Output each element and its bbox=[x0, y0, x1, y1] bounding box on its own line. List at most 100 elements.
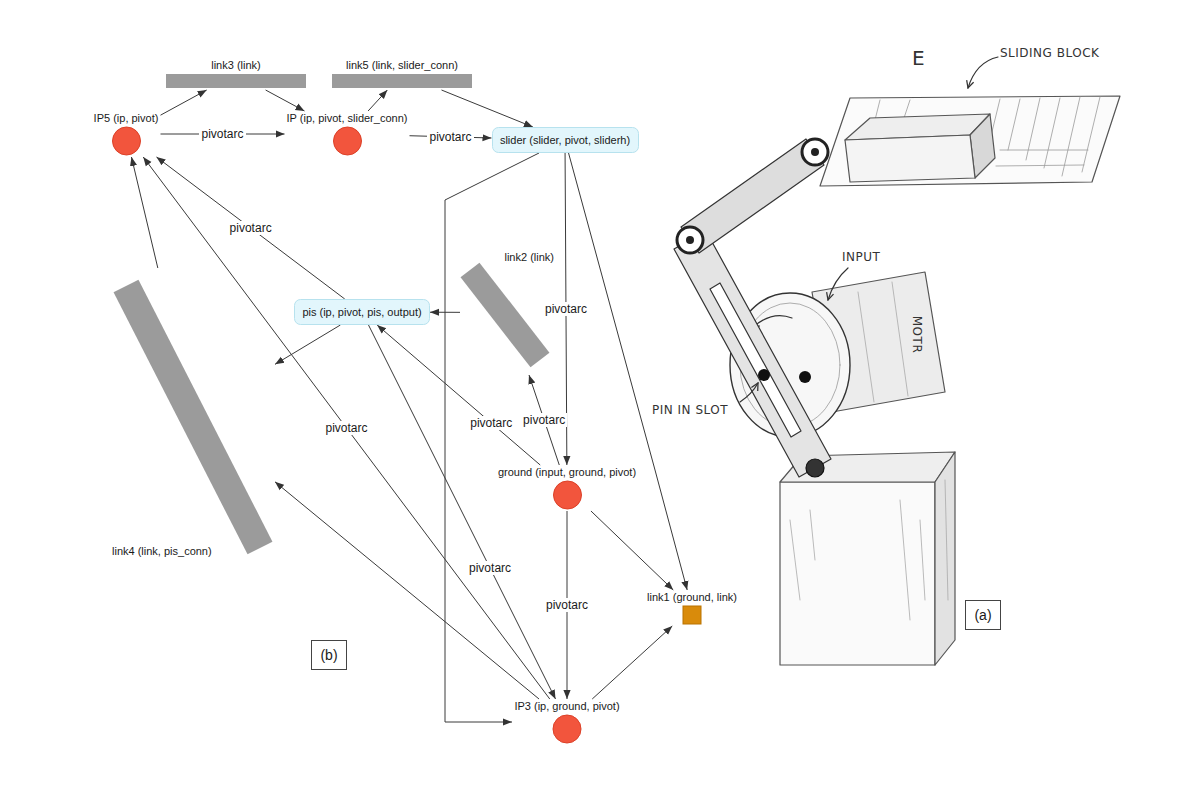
pis-node: pis (ip, pivot, pis, output) bbox=[294, 299, 430, 325]
pivot-arc bbox=[445, 153, 539, 722]
panel-tag: (a) bbox=[965, 600, 1001, 630]
node-label: pis (ip, pivot, pis, output) bbox=[302, 305, 421, 319]
ground-pivot bbox=[806, 459, 824, 477]
connector-layer bbox=[131, 90, 687, 722]
pivot-circle bbox=[553, 481, 581, 509]
pivot-arc bbox=[442, 90, 533, 127]
callout-arrow bbox=[968, 57, 998, 88]
edge-label: pivotarc bbox=[521, 413, 567, 427]
edge-label-holder: pivotarc bbox=[521, 413, 567, 427]
slot-pin bbox=[758, 369, 770, 381]
base-front bbox=[780, 482, 935, 665]
pivot-arc bbox=[131, 157, 157, 268]
node-label: slider (slider, pivot, sliderh) bbox=[500, 133, 630, 147]
link-square: link1 (ground, link) bbox=[645, 590, 739, 626]
node-label: link1 (ground, link) bbox=[647, 590, 737, 604]
edge-label: pivotarc bbox=[544, 598, 590, 612]
disc-pin bbox=[799, 371, 811, 383]
node-label: IP5 (ip, pivot) bbox=[94, 111, 159, 125]
callout-label-holder: MOTR bbox=[909, 316, 924, 353]
ground-node: ground (input, ground, pivot) bbox=[496, 465, 639, 511]
link-bar-shape bbox=[332, 74, 472, 88]
node-label: link3 (link) bbox=[211, 58, 261, 72]
edge-label-holder: pivotarc bbox=[468, 416, 514, 430]
pivot-arc bbox=[368, 90, 387, 111]
node-label: link2 (link) bbox=[504, 250, 554, 264]
tag-frame bbox=[966, 601, 1001, 630]
pivot-arc bbox=[275, 482, 539, 699]
figure-letter-holder: E bbox=[912, 46, 925, 70]
tag-frame bbox=[312, 641, 347, 670]
node-label: ground (input, ground, pivot) bbox=[498, 465, 636, 479]
callout-label: INPUT bbox=[842, 250, 880, 265]
edge-label-holder: pivotarc bbox=[323, 421, 369, 435]
node-label: (b) bbox=[320, 646, 337, 664]
callout-label-holder: INPUT bbox=[842, 250, 880, 265]
ground-square bbox=[683, 606, 701, 624]
rounded-box bbox=[295, 300, 430, 325]
edge-label: pivotarc bbox=[467, 561, 513, 575]
node-label: link4 (link, pis_conn) bbox=[112, 544, 212, 558]
rounded-box bbox=[492, 128, 638, 153]
callout-label-holder: PIN IN SLOT bbox=[652, 403, 728, 418]
edge-label: pivotarc bbox=[228, 221, 274, 235]
pivot-node: IP5 (ip, pivot) bbox=[92, 111, 161, 157]
pivot-pin bbox=[811, 148, 819, 156]
node-label: link5 (link, slider_conn) bbox=[346, 58, 458, 72]
pivot-joint bbox=[677, 227, 703, 253]
pivot-pin bbox=[686, 236, 694, 244]
slotted-arm bbox=[674, 231, 831, 477]
callout-label: MOTR bbox=[909, 316, 924, 353]
base-hatching bbox=[790, 480, 948, 620]
pivot-arc bbox=[161, 90, 207, 115]
callout-label: PIN IN SLOT bbox=[652, 403, 728, 418]
pivot-arc bbox=[430, 312, 460, 313]
link-bar-shape bbox=[460, 250, 556, 375]
edge-label-holder: pivotarc bbox=[427, 130, 473, 144]
callout-label: SLIDING BLOCK bbox=[1000, 46, 1099, 61]
link-bar: link4 (link, pis_conn) bbox=[110, 268, 275, 560]
sliding-block-front bbox=[845, 135, 975, 182]
edge-label: pivotarc bbox=[543, 302, 589, 316]
node-label: (a) bbox=[974, 606, 991, 624]
pivot-arc bbox=[591, 511, 673, 590]
edge-label: pivotarc bbox=[468, 416, 514, 430]
callout-arrow bbox=[828, 268, 848, 300]
link-bar-shape bbox=[110, 268, 275, 560]
link-bar-shape bbox=[114, 280, 273, 555]
link-bar: link3 (link) bbox=[165, 58, 307, 90]
link-bar: link5 (link, slider_conn) bbox=[331, 58, 473, 90]
pivot-joint bbox=[802, 139, 828, 165]
link-bar-shape bbox=[166, 74, 306, 88]
pivot-arc bbox=[569, 153, 688, 590]
edge-label-holder: pivotarc bbox=[544, 598, 590, 612]
node-label: IP3 (ip, ground, pivot) bbox=[514, 699, 619, 713]
edge-label-holder: pivotarc bbox=[199, 127, 245, 141]
pivot-arc bbox=[275, 325, 340, 364]
motor-shading bbox=[858, 282, 908, 402]
edge-label: pivotarc bbox=[199, 127, 245, 141]
panel-tag: (b) bbox=[311, 640, 347, 670]
edge-label-holder: pivotarc bbox=[228, 221, 274, 235]
figure-letter: E bbox=[912, 46, 925, 70]
pivot-arc bbox=[156, 157, 344, 299]
callout-label-holder: SLIDING BLOCK bbox=[1000, 46, 1099, 61]
pivot-node: IP (ip, pivot, slider_conn) bbox=[285, 111, 410, 157]
callout-arrow bbox=[740, 383, 758, 402]
pivot-circle bbox=[112, 127, 140, 155]
slider-node: slider (slider, pivot, sliderh) bbox=[492, 127, 639, 153]
ceiling-slab bbox=[820, 96, 1120, 186]
pivot-arc bbox=[592, 626, 672, 699]
edge-label-holder: pivotarc bbox=[543, 302, 589, 316]
node-label: IP (ip, pivot, slider_conn) bbox=[287, 111, 408, 125]
link-bar-shape bbox=[461, 263, 550, 368]
pivot-node: IP3 (ip, ground, pivot) bbox=[512, 699, 622, 745]
pivot-circle bbox=[333, 127, 361, 155]
pivot-arc bbox=[369, 325, 556, 699]
pivot-circle bbox=[553, 715, 581, 743]
link-bar: link2 (link) bbox=[460, 250, 556, 375]
pivot-arc bbox=[266, 90, 305, 111]
edge-label: pivotarc bbox=[427, 130, 473, 144]
edge-label-holder: pivotarc bbox=[467, 561, 513, 575]
